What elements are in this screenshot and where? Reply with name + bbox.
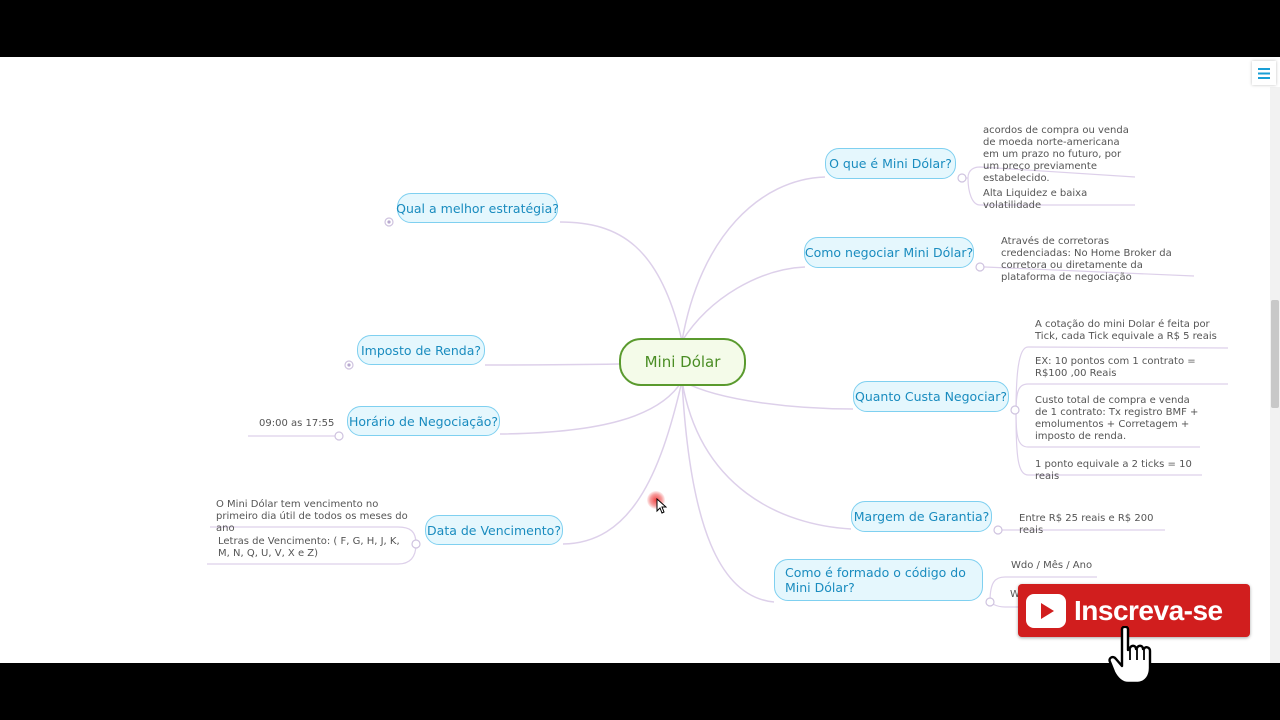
link-horario [499,380,683,435]
central-topic[interactable]: Mini Dólar [619,338,746,386]
subscribe-label: Inscreva-se [1074,594,1223,626]
youtube-play-icon [1026,593,1066,628]
link-quanto-custa [681,380,854,410]
mindmap-canvas[interactable]: Mini Dólar O que é Mini Dólar? Como nego… [0,57,1280,663]
topic-quanto-custa[interactable]: Quanto Custa Negociar? [853,381,1009,412]
note-codigo-format: Wdo / Mês / Ano [1011,560,1093,571]
link-codigo [681,380,775,603]
note-horario: 09:00 as 17:55 [259,418,335,429]
topic-o-que-e[interactable]: O que é Mini Dólar? [825,148,956,179]
mindmap-connectors [207,166,1229,608]
note-quanto-custa-tick: A cotação do mini Dolar é feita por Tick… [1035,319,1217,342]
video-letterbox-bottom [0,663,1280,720]
topic-vencimento[interactable]: Data de Vencimento? [425,515,563,545]
note-quanto-custa-ponto: 1 ponto equivale a 2 ticks = 10 reais [1035,459,1192,482]
link-imposto [484,363,620,366]
mouse-pointer-icon [656,498,667,514]
topic-horario[interactable]: Horário de Negociação? [347,406,500,436]
topic-margem[interactable]: Margem de Garantia? [851,501,992,532]
subscribe-button[interactable]: Inscreva-se [1018,584,1250,637]
note-vencimento-primeiro-dia: O Mini Dólar tem vencimento no primeiro … [216,499,408,534]
topic-imposto[interactable]: Imposto de Renda? [357,335,485,365]
link-estrategia [559,221,683,342]
link-como-negociar [681,266,806,342]
vertical-scrollbar-thumb[interactable] [1271,300,1279,408]
topic-como-negociar[interactable]: Como negociar Mini Dólar? [804,237,974,268]
note-como-negociar: Através de corretoras credenciadas: No H… [1001,236,1172,283]
topic-estrategia[interactable]: Qual a melhor estratégia? [396,193,559,223]
note-o-que-e-definition: acordos de compra ou venda de moeda nort… [983,125,1129,184]
note-vencimento-letras: Letras de Vencimento: ( F, G, H, J, K, M… [218,536,400,559]
menu-button[interactable] [1252,61,1276,85]
note-codigo-example: W [1010,589,1020,600]
topic-codigo[interactable]: Como é formado o código do Mini Dólar? [774,559,983,601]
note-o-que-e-liquidity: Alta Liquidez e baixa volatilidade [983,188,1088,211]
hamburger-menu-icon [1258,67,1270,79]
note-margem: Entre R$ 25 reais e R$ 200 reais [1019,513,1154,536]
note-quanto-custa-example: EX: 10 pontos com 1 contrato = R$100 ,00… [1035,356,1196,379]
link-vencimento [562,380,683,545]
note-quanto-custa-total: Custo total de compra e venda de 1 contr… [1035,395,1199,442]
video-letterbox-top [0,0,1280,57]
link-o-que-e [681,176,826,342]
link-margem [681,380,852,530]
hand-pointer-icon [1108,626,1152,685]
